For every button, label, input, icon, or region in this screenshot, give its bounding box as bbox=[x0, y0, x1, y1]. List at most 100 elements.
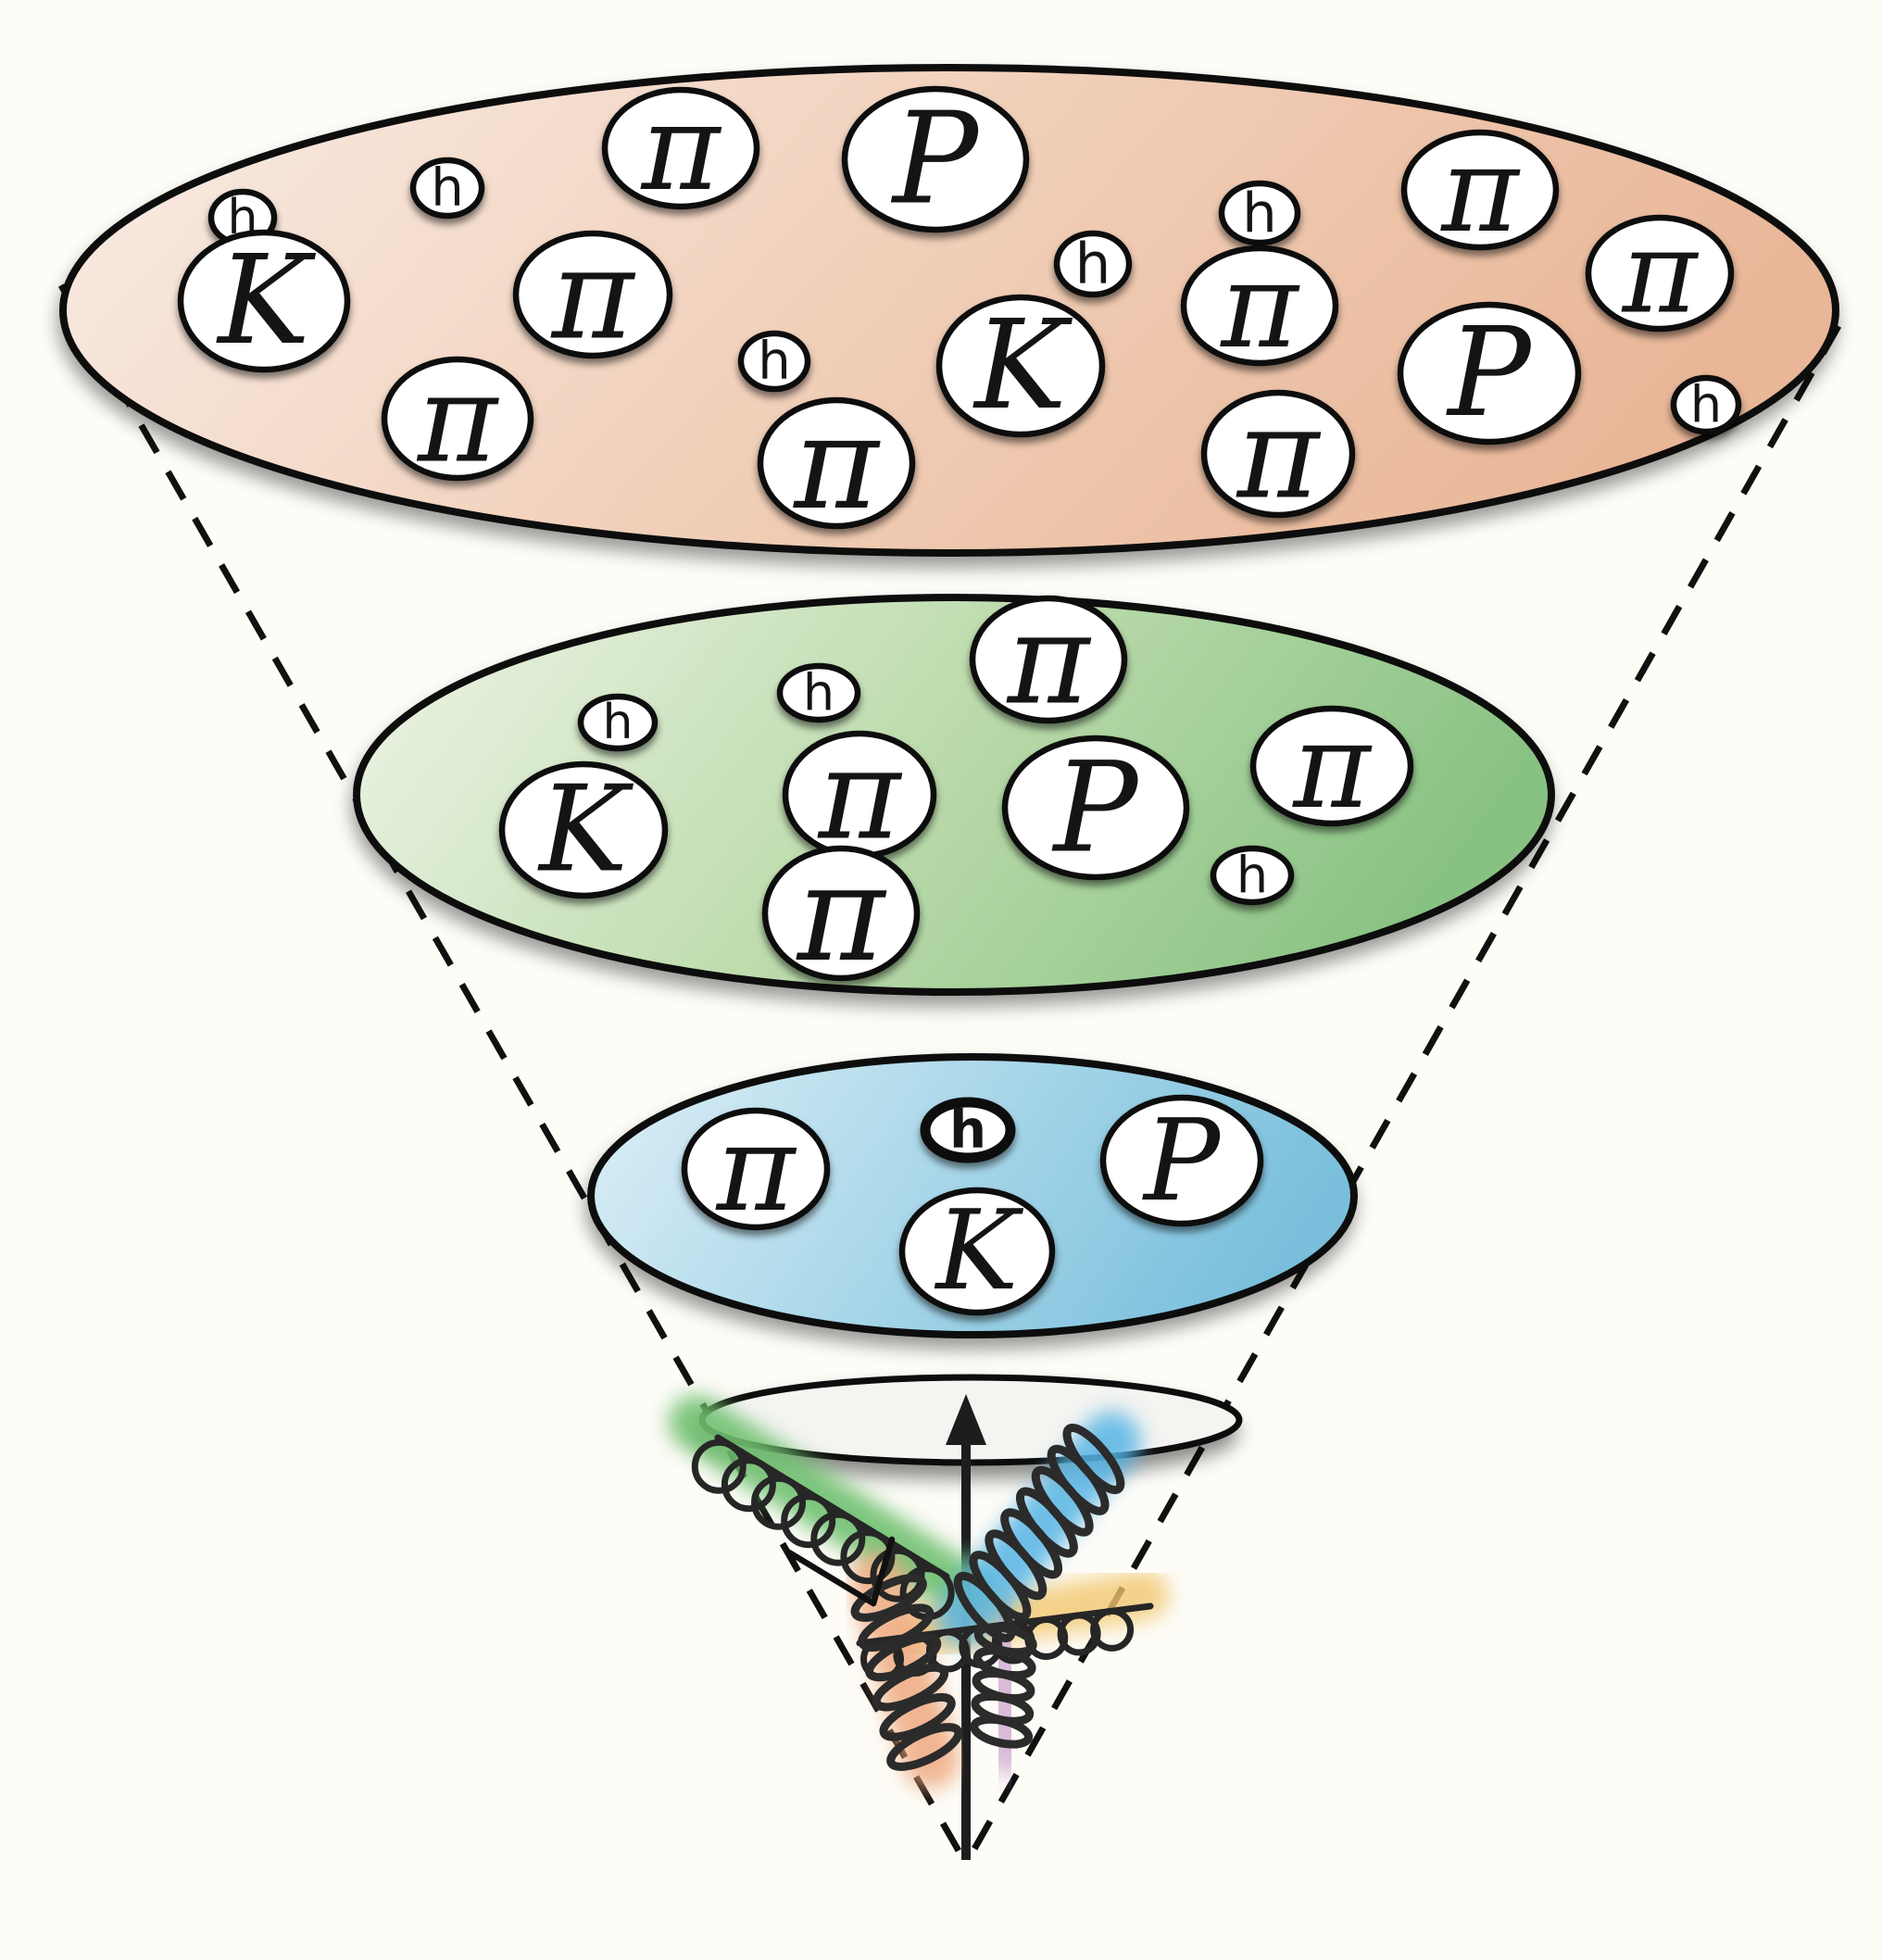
particle-label: h bbox=[803, 664, 834, 722]
gluon-green-loop bbox=[810, 1511, 866, 1566]
particle-label: π bbox=[1219, 237, 1300, 374]
gluon-green-loop bbox=[781, 1493, 836, 1549]
particle-circle bbox=[1218, 180, 1301, 246]
particle-blob-h: h bbox=[409, 157, 485, 220]
particle-circle bbox=[1585, 214, 1735, 333]
particle-label: π bbox=[817, 722, 903, 868]
stage-hadron-stage-early: π h PK bbox=[587, 1053, 1358, 1338]
particle-label: K bbox=[935, 1187, 1024, 1315]
particle-label: π bbox=[416, 348, 500, 490]
particle-circle bbox=[177, 229, 351, 373]
particle-circle bbox=[381, 356, 534, 482]
gluon-purple-coil bbox=[970, 1623, 1037, 1749]
particle-blob-π: π bbox=[681, 1099, 831, 1238]
particle-circle bbox=[498, 760, 669, 899]
gluon-purple-loop bbox=[970, 1715, 1034, 1749]
particle-circle bbox=[681, 1107, 831, 1231]
gluon-yellow-loop bbox=[1090, 1607, 1135, 1652]
gluon-green-loop bbox=[721, 1457, 776, 1513]
particle-label: π bbox=[640, 79, 722, 218]
particle-blob-π: π bbox=[1400, 121, 1560, 258]
particle-label: π bbox=[550, 222, 636, 368]
particle-blob-h: h bbox=[737, 330, 811, 393]
particle-label: P bbox=[890, 86, 981, 233]
quark-line-2 bbox=[870, 1536, 896, 1607]
particle-label: h bbox=[603, 695, 634, 750]
gluon-coils bbox=[691, 1423, 1154, 1771]
cone-left-dashed-line bbox=[57, 283, 970, 1866]
particle-blob-π: π bbox=[1249, 697, 1414, 835]
particle-circle bbox=[1180, 245, 1339, 367]
particle-label: π bbox=[796, 836, 887, 991]
particle-label: h bbox=[1242, 182, 1276, 245]
gluon-orange-loop bbox=[886, 1723, 963, 1771]
quark-line-1 bbox=[785, 1549, 877, 1607]
quark-lines bbox=[785, 1536, 896, 1607]
particle-blob-h: h bbox=[1670, 374, 1742, 435]
particle-circle bbox=[577, 693, 659, 752]
particle-label: P bbox=[1142, 1095, 1222, 1226]
particle-circle bbox=[1200, 389, 1356, 519]
particle-label: π bbox=[1236, 382, 1322, 527]
particle-circle bbox=[601, 86, 760, 210]
particle-label: π bbox=[1006, 587, 1092, 733]
gluon-green-loop bbox=[691, 1439, 747, 1494]
gluon-orange-loop bbox=[850, 1574, 927, 1622]
particle-blob-π: π bbox=[1200, 382, 1356, 527]
particle-circle bbox=[969, 595, 1128, 724]
particle-label: π bbox=[792, 388, 881, 538]
gluon-green-loop bbox=[870, 1547, 925, 1602]
gluon-blue-loop bbox=[1062, 1423, 1125, 1495]
particle-blob-K: K bbox=[177, 229, 351, 373]
particle-circle bbox=[761, 845, 921, 982]
gluon-blue-coil bbox=[953, 1423, 1125, 1643]
particle-circle bbox=[920, 1097, 1016, 1163]
particle-blob-h: h bbox=[776, 662, 861, 723]
particle-blob-h: h bbox=[1218, 180, 1301, 246]
particle-label: h bbox=[949, 1100, 986, 1161]
particle-label: h bbox=[1075, 232, 1111, 297]
gluon-green-loop bbox=[840, 1529, 896, 1585]
particle-label: π bbox=[1439, 121, 1521, 258]
particle-label: K bbox=[537, 761, 634, 899]
particle-circle bbox=[512, 230, 673, 359]
particle-label: P bbox=[1445, 302, 1533, 445]
particle-circle bbox=[1397, 301, 1582, 446]
particle-circle bbox=[1210, 845, 1295, 906]
particle-label: h bbox=[1690, 376, 1722, 434]
particle-blob-K: K bbox=[498, 760, 669, 899]
particle-label: K bbox=[972, 295, 1073, 437]
particle-circle bbox=[898, 1187, 1056, 1316]
gluon-yellow-loop bbox=[1057, 1612, 1101, 1656]
particle-blob-π: π bbox=[757, 388, 916, 538]
particle-label: h bbox=[1236, 847, 1268, 905]
particle-circle bbox=[776, 662, 861, 723]
particle-blob-K: K bbox=[898, 1187, 1056, 1316]
gluon-orange-loop bbox=[864, 1633, 942, 1682]
particle-blob-K: K bbox=[935, 294, 1106, 438]
particle-blob-π: π bbox=[381, 348, 534, 490]
particle-circle bbox=[1670, 374, 1742, 435]
gluon-orange-loop bbox=[872, 1663, 949, 1712]
particle-circle bbox=[1249, 705, 1414, 827]
gluon-orange-coil bbox=[850, 1574, 963, 1771]
particle-blob-π: π bbox=[512, 222, 673, 368]
particle-blob-h: h bbox=[1210, 845, 1295, 906]
particle-blob-P: P bbox=[1001, 735, 1190, 881]
particle-blob-P: P bbox=[1099, 1094, 1264, 1227]
particle-circle bbox=[757, 396, 916, 530]
particle-blob-π: π bbox=[601, 79, 760, 218]
particle-label: K bbox=[215, 230, 316, 372]
particle-label: π bbox=[1621, 207, 1700, 340]
particle-circle bbox=[1400, 129, 1560, 251]
particle-circle bbox=[841, 85, 1030, 233]
particle-blob-P: P bbox=[1397, 301, 1582, 446]
particle-blob-π: π bbox=[969, 587, 1128, 733]
particle-label: P bbox=[1051, 735, 1140, 881]
particle-circle bbox=[1099, 1094, 1264, 1227]
